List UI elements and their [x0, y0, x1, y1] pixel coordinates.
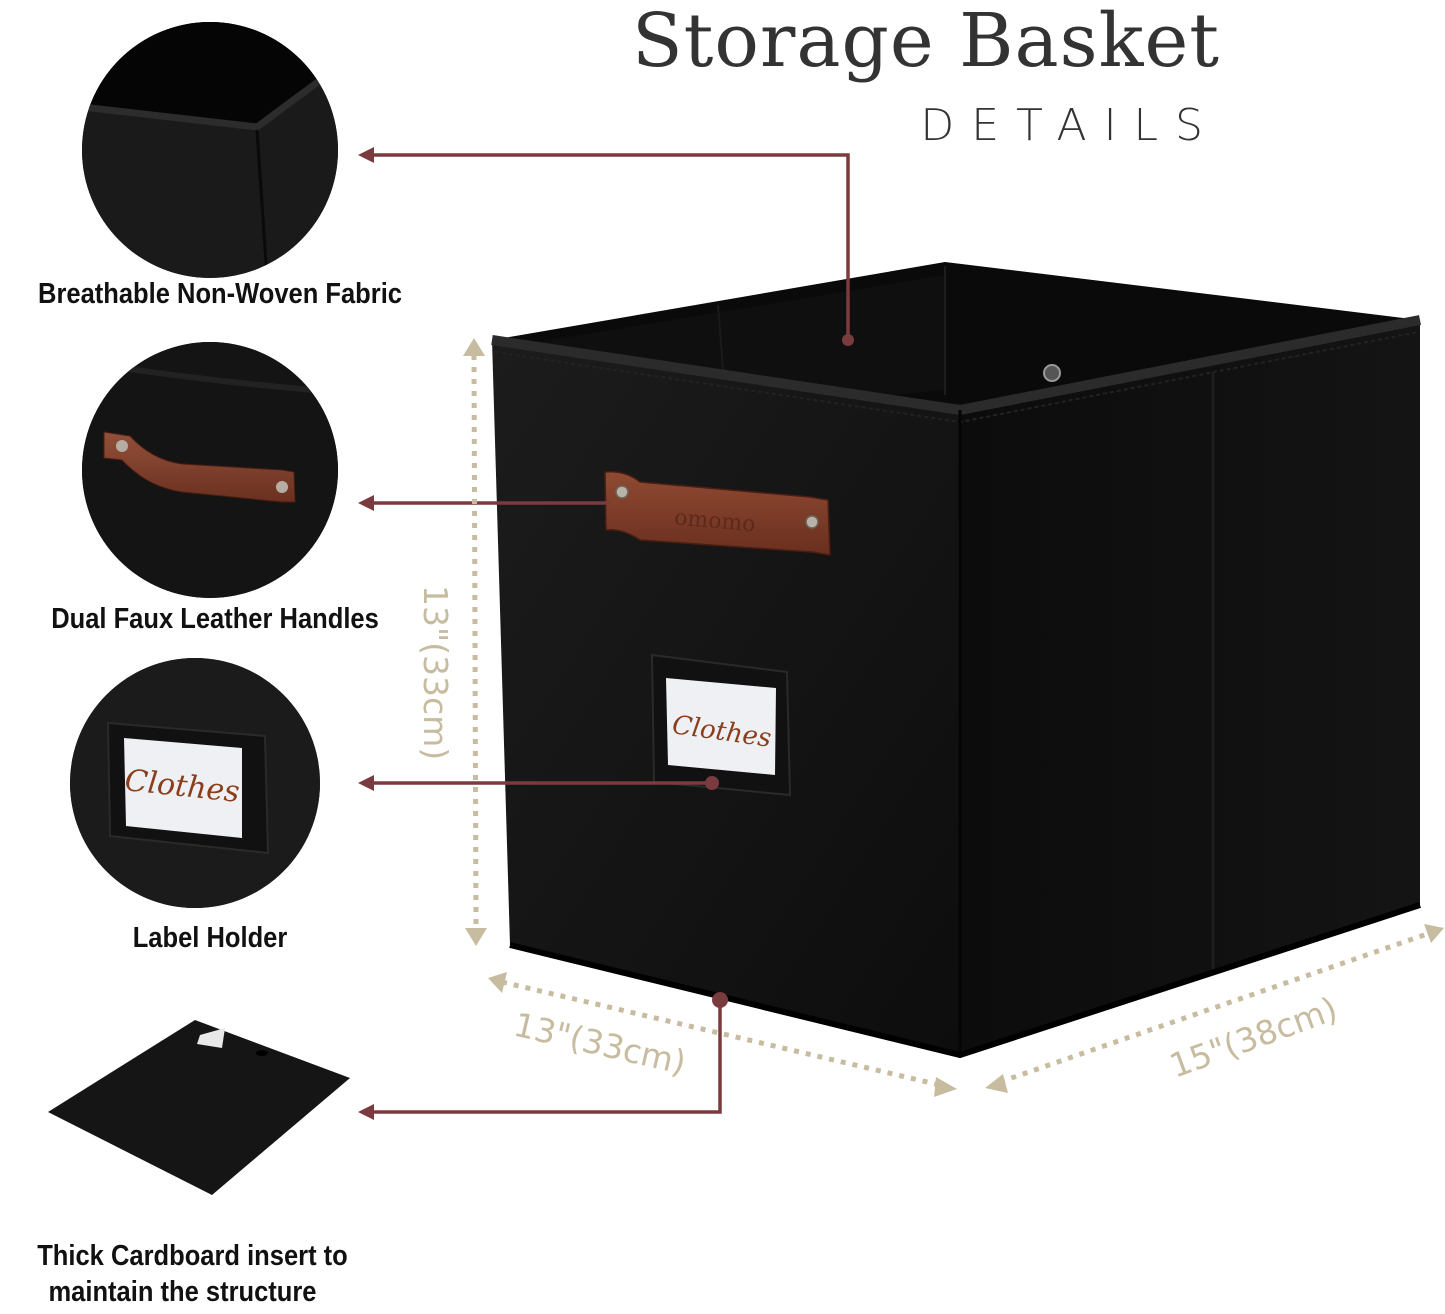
callout-dot-icon [705, 776, 719, 790]
handle-closeup-image [82, 342, 338, 598]
dimension-lines [471, 354, 1431, 1088]
fabric-closeup-image [82, 22, 338, 278]
arrow-left-icon [985, 1074, 1008, 1093]
height-dimension-label: 13"(33cm) [416, 585, 455, 760]
feature-label-label-holder: Label Holder [132, 922, 288, 954]
arrow-down-icon [465, 928, 487, 946]
arrow-left-icon [358, 147, 374, 163]
arrow-left-icon [488, 972, 507, 993]
callout-lines [372, 153, 850, 1114]
arrow-left-icon [358, 1104, 374, 1120]
arrow-left-icon [358, 495, 374, 511]
label-holder-closeup-image: Clothes [70, 658, 320, 908]
label-holder: Clothes [650, 653, 792, 797]
leather-handle: omomo [604, 470, 831, 556]
arrow-right-icon [934, 1077, 957, 1097]
depth-dimension-label: 15"(38cm) [1164, 989, 1342, 1086]
arrow-right-icon [1424, 924, 1444, 943]
cardboard-insert-image [48, 1020, 350, 1195]
dimension-arrowheads [463, 338, 1444, 1097]
rivet-icon [1043, 364, 1061, 382]
width-dimension-label: 13"(33cm) [510, 1005, 689, 1082]
feature-label-cardboard-line2: maintain the structure [48, 1276, 317, 1308]
callout-arrowheads [358, 147, 854, 1120]
arrow-left-icon [358, 775, 374, 791]
feature-label-fabric: Breathable Non-Woven Fabric [38, 278, 402, 310]
feature-label-cardboard-line1: Thick Cardboard insert to [37, 1240, 348, 1272]
arrow-up-icon [463, 338, 485, 356]
basket-side-face [960, 320, 1420, 1055]
rivet-icon [276, 481, 288, 493]
page-subtitle: DETAILS [920, 100, 1220, 151]
callout-dot-icon [842, 334, 854, 346]
callout-dot-icon [712, 992, 728, 1008]
feature-label-handles: Dual Faux Leather Handles [51, 603, 379, 635]
page-title: Storage Basket [631, 0, 1220, 84]
rivet-icon [116, 440, 128, 452]
